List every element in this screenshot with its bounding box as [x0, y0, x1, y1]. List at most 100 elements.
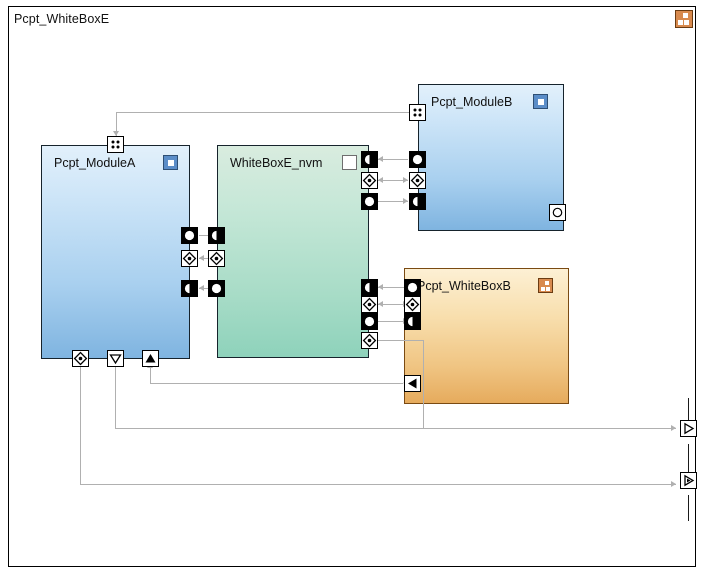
frame-port-stub	[688, 444, 689, 472]
block-label: WhiteBoxE_nvm	[230, 156, 323, 170]
diamond-icon	[410, 173, 425, 188]
port-trigger-in-modulea[interactable]	[142, 350, 159, 367]
port-provided-moduleb[interactable]	[409, 151, 426, 168]
wire-trigout-upper-h	[115, 428, 676, 429]
four-dots-icon	[413, 108, 422, 117]
port-complex-nvm-botright[interactable]	[361, 296, 378, 313]
half-circle-icon	[407, 316, 413, 327]
wire-arrow-left	[378, 283, 383, 290]
filled-circle-icon	[412, 154, 423, 165]
wire-moduleb-to-modulea-drop	[116, 112, 117, 136]
wire-arrow-right	[671, 424, 676, 431]
block-pcpt-whiteboxb[interactable]: Pcpt_WhiteBoxB	[404, 268, 569, 404]
port-config-top-modulea[interactable]	[107, 136, 124, 153]
port-provided-modulea-1[interactable]	[181, 227, 198, 244]
wire-arrow-left	[378, 155, 383, 162]
port-provided-nvm-left[interactable]	[208, 280, 225, 297]
port-complex-nvm-topright[interactable]	[361, 172, 378, 189]
port-complex-whiteboxb[interactable]	[404, 296, 421, 313]
port-provided-nvm-topright[interactable]	[361, 193, 378, 210]
wire-nvm-b-1	[378, 159, 408, 160]
wire-moduleb-to-modulea	[116, 112, 413, 113]
hollow-circle-icon	[552, 207, 563, 218]
port-required-nvm-left[interactable]	[208, 227, 225, 244]
port-trigger-out-modulea[interactable]	[107, 350, 124, 367]
half-circle-icon	[184, 283, 190, 294]
port-complex-modulea[interactable]	[181, 250, 198, 267]
wire-wb-trigger-h	[150, 383, 403, 384]
wire-arrow-right	[403, 176, 408, 183]
wire-nvm-b-2	[378, 180, 408, 181]
wire-arrow-right	[403, 197, 408, 204]
block-label: Pcpt_ModuleB	[431, 95, 513, 109]
diamond-icon	[362, 297, 377, 312]
wire-nvm-bottom-v	[423, 340, 424, 428]
block-pcpt-modulea[interactable]: Pcpt_ModuleA	[41, 145, 190, 359]
diamond-icon	[73, 351, 88, 366]
blue-square-icon	[163, 155, 178, 170]
white-square-icon	[342, 155, 357, 170]
diamond-icon	[362, 333, 377, 348]
page-title: Pcpt_WhiteBoxE	[14, 12, 110, 26]
port-provided-whiteboxb[interactable]	[404, 279, 421, 296]
port-complex-nvm-bottom[interactable]	[361, 332, 378, 349]
four-dots-icon	[111, 140, 120, 149]
wire-arrow-down	[112, 131, 119, 136]
half-circle-icon	[211, 230, 217, 241]
wire-nvm-b-3	[378, 201, 408, 202]
port-required-nvm-topright[interactable]	[361, 151, 378, 168]
triangle-right-nested-icon	[684, 474, 695, 487]
port-trigger-out-lower-frame[interactable]	[680, 472, 697, 489]
triangle-left-filled-icon	[408, 378, 417, 389]
wire-arrow-left	[378, 300, 383, 307]
triangle-down-hollow-icon	[109, 354, 122, 365]
port-required-moduleb[interactable]	[409, 193, 426, 210]
wire-nvm-wb-2	[378, 304, 408, 305]
filled-circle-icon	[407, 282, 418, 293]
wire-trigout-lower-h	[80, 484, 676, 485]
diamond-icon	[362, 173, 377, 188]
diamond-icon	[209, 251, 224, 266]
wire-arrow-left	[199, 254, 204, 261]
wire-trigout-lower-v	[80, 366, 81, 484]
wire-wb-trigger-v	[150, 366, 151, 383]
port-required-nvm-botright[interactable]	[361, 279, 378, 296]
wire-nvm-wb-1	[378, 287, 408, 288]
port-provided-nvm-botright[interactable]	[361, 313, 378, 330]
wire-trigout-upper-v	[115, 366, 116, 428]
filled-circle-icon	[211, 283, 222, 294]
triangle-right-hollow-icon	[684, 422, 695, 435]
port-trigger-out-upper-frame[interactable]	[680, 420, 697, 437]
port-status-moduleb[interactable]	[549, 204, 566, 221]
filled-circle-icon	[184, 230, 195, 241]
half-circle-icon	[364, 282, 370, 293]
wire-arrow-left	[378, 176, 383, 183]
wire-nvm-wb-3	[378, 321, 408, 322]
port-complex-nvm-left[interactable]	[208, 250, 225, 267]
whitebox-icon	[538, 278, 553, 293]
port-required-whiteboxb[interactable]	[404, 313, 421, 330]
wire-nvm-bottom-h	[371, 340, 423, 341]
port-trigger-whiteboxb[interactable]	[404, 375, 421, 392]
wire-arrow-left	[199, 284, 204, 291]
half-circle-icon	[412, 196, 418, 207]
half-circle-icon	[364, 154, 370, 165]
blue-square-icon	[533, 94, 548, 109]
port-required-modulea[interactable]	[181, 280, 198, 297]
block-label: Pcpt_ModuleA	[54, 156, 136, 170]
block-label: Pcpt_WhiteBoxB	[417, 279, 511, 293]
whitebox-icon	[675, 10, 693, 28]
triangle-up-filled-icon	[145, 354, 156, 363]
frame-port-stub	[688, 495, 689, 521]
diamond-icon	[182, 251, 197, 266]
filled-circle-icon	[364, 316, 375, 327]
block-pcpt-moduleb[interactable]: Pcpt_ModuleB	[418, 84, 564, 231]
frame-port-stub	[688, 398, 689, 420]
port-config-moduleb[interactable]	[409, 104, 426, 121]
wire-arrow-right	[671, 480, 676, 487]
port-complex-bottom-modulea[interactable]	[72, 350, 89, 367]
filled-circle-icon	[364, 196, 375, 207]
block-whiteboxe-nvm[interactable]: WhiteBoxE_nvm	[217, 145, 369, 358]
diamond-icon	[405, 297, 420, 312]
port-complex-moduleb[interactable]	[409, 172, 426, 189]
